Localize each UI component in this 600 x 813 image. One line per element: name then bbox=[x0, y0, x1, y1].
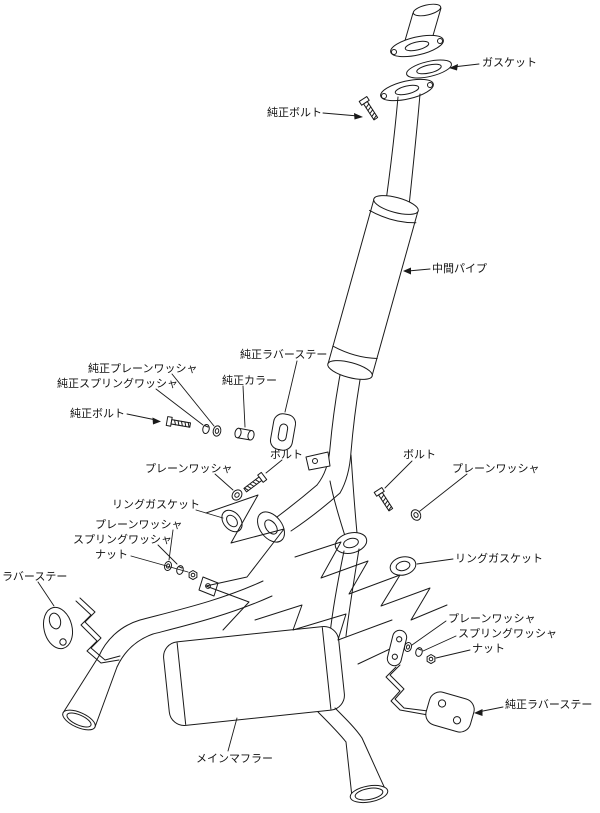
left-tailpipe bbox=[98, 580, 273, 668]
tear-lines bbox=[205, 494, 448, 641]
plain-washer-left-part bbox=[231, 489, 243, 501]
label-rubber-stay-left: ラバーステー bbox=[2, 570, 68, 583]
hanger-rod-left bbox=[75, 597, 121, 664]
right-flange-plate bbox=[386, 629, 408, 667]
lower-flange bbox=[380, 78, 434, 102]
genuine-bolt-top-part bbox=[358, 96, 381, 122]
downpipe bbox=[385, 93, 421, 207]
label-genuine-plain-washer: 純正プレーンワッシャ bbox=[88, 362, 198, 375]
y-branch-right bbox=[329, 454, 368, 554]
label-ring-gasket-right: リングガスケット bbox=[455, 552, 543, 565]
label-genuine-collar: 純正カラー bbox=[222, 374, 277, 387]
upper-flange bbox=[390, 34, 444, 58]
inlet-pipe-right bbox=[329, 548, 360, 637]
label-genuine-spring-washer: 純正スプリングワッシャ bbox=[57, 377, 178, 390]
label-genuine-rubber-stay-bottom: 純正ラバーステー bbox=[505, 698, 593, 711]
label-genuine-bolt-mid: 純正ボルト bbox=[70, 407, 125, 420]
rubber-stay-left-part bbox=[42, 606, 74, 650]
label-bolt-right: ボルト bbox=[403, 448, 436, 461]
right-tip bbox=[345, 737, 389, 804]
genuine-bolt-mid-part bbox=[165, 416, 192, 431]
label-main-muffler: メインマフラー bbox=[196, 752, 273, 765]
mid-pipe-resonator bbox=[327, 195, 419, 380]
label-genuine-bolt-top: 純正ボルト bbox=[267, 106, 322, 119]
y-branch-left bbox=[257, 484, 341, 543]
label-bolt-left: ボルト bbox=[270, 448, 303, 461]
label-nut-bottom-left: ナット bbox=[95, 548, 128, 561]
muffler-bracket-right bbox=[357, 647, 393, 665]
genuine-plain-washer-part bbox=[212, 425, 222, 437]
left-tip bbox=[62, 655, 118, 731]
label-nut-bottom-right: ナット bbox=[472, 642, 505, 655]
label-genuine-rubber-stay-mid: 純正ラバーステー bbox=[240, 348, 328, 361]
genuine-rubber-stay-mid-part bbox=[269, 413, 297, 451]
label-gasket-top: ガスケット bbox=[482, 56, 537, 69]
main-muffler-part bbox=[163, 626, 345, 726]
hanger-rod-right bbox=[385, 664, 429, 716]
plain-washer-right-part bbox=[410, 509, 422, 521]
pipe-bracket bbox=[305, 451, 331, 471]
genuine-spring-washer-part bbox=[202, 423, 210, 435]
label-mid-pipe: 中間パイプ bbox=[432, 262, 487, 275]
ring-gasket-left-part bbox=[221, 509, 243, 533]
nut-set-right bbox=[404, 641, 436, 665]
gasket-part bbox=[406, 59, 452, 79]
right-tailpipe bbox=[317, 707, 363, 743]
genuine-collar-part bbox=[234, 427, 255, 441]
label-spring-washer-bottom-right: スプリングワッシャ bbox=[458, 627, 557, 640]
bolt-left-part bbox=[242, 471, 268, 495]
genuine-rubber-stay-bottom-part bbox=[425, 691, 475, 733]
label-plain-washer-bottom-right: プレーンワッシャ bbox=[448, 612, 536, 625]
top-pipe-stub bbox=[403, 3, 442, 45]
label-ring-gasket-left: リングガスケット bbox=[112, 498, 200, 511]
leader-lines bbox=[37, 63, 504, 752]
label-plain-washer-bottom-left: プレーンワッシャ bbox=[95, 518, 183, 531]
lower-downpipe bbox=[316, 374, 361, 494]
label-plain-washer-left: プレーンワッシャ bbox=[145, 462, 233, 475]
ring-gasket-right-part bbox=[389, 556, 417, 576]
label-spring-washer-bottom-left: スプリングワッシャ bbox=[73, 533, 172, 546]
label-plain-washer-right: プレーンワッシャ bbox=[452, 462, 540, 475]
bolt-right-part bbox=[373, 487, 396, 513]
